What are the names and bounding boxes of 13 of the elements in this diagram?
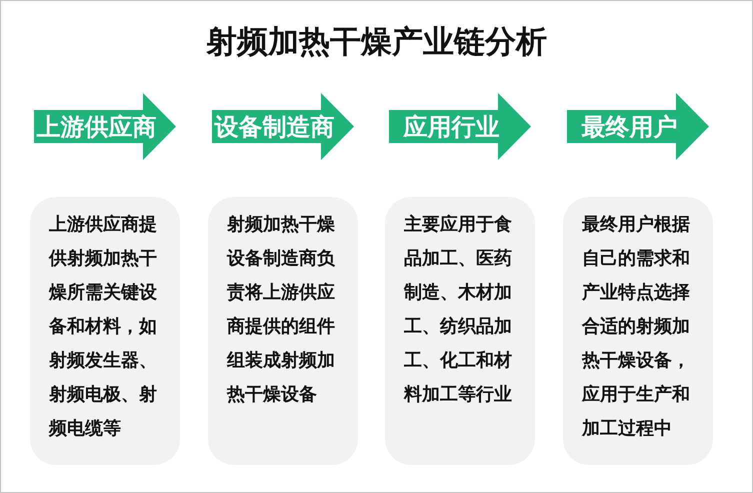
title: 射频加热干燥产业链分析: [206, 23, 547, 62]
description-text: 上游供应商提供射频加热干燥所需关键设备和材料，如射频发生器、射频电极、射频电缆等: [49, 213, 158, 441]
stage-label: 应用行业: [403, 112, 500, 142]
stage-label: 最终用户: [581, 112, 678, 142]
description-text: 主要应用于食品加工、医药制造、木材加工、纺织品加工、化工和材料加工等行业: [404, 213, 513, 407]
chevron-arrow-shape: [389, 93, 531, 160]
stage-label: 设备制造商: [214, 112, 334, 142]
stage-label: 上游供应商: [36, 112, 156, 142]
chevron-arrow-shape: [567, 93, 709, 160]
description-text: 最终用户根据自己的需求和产业特点选择合适的射频加热干燥设备，应用于生产和加工过程中: [582, 213, 691, 441]
chevron-arrow-shape: [34, 93, 176, 160]
chevron-arrow-shape: [212, 93, 354, 160]
description-text: 射频加热干燥设备制造商负责将上游供应商提供的组件组装成射频加热干燥设备: [227, 213, 336, 407]
